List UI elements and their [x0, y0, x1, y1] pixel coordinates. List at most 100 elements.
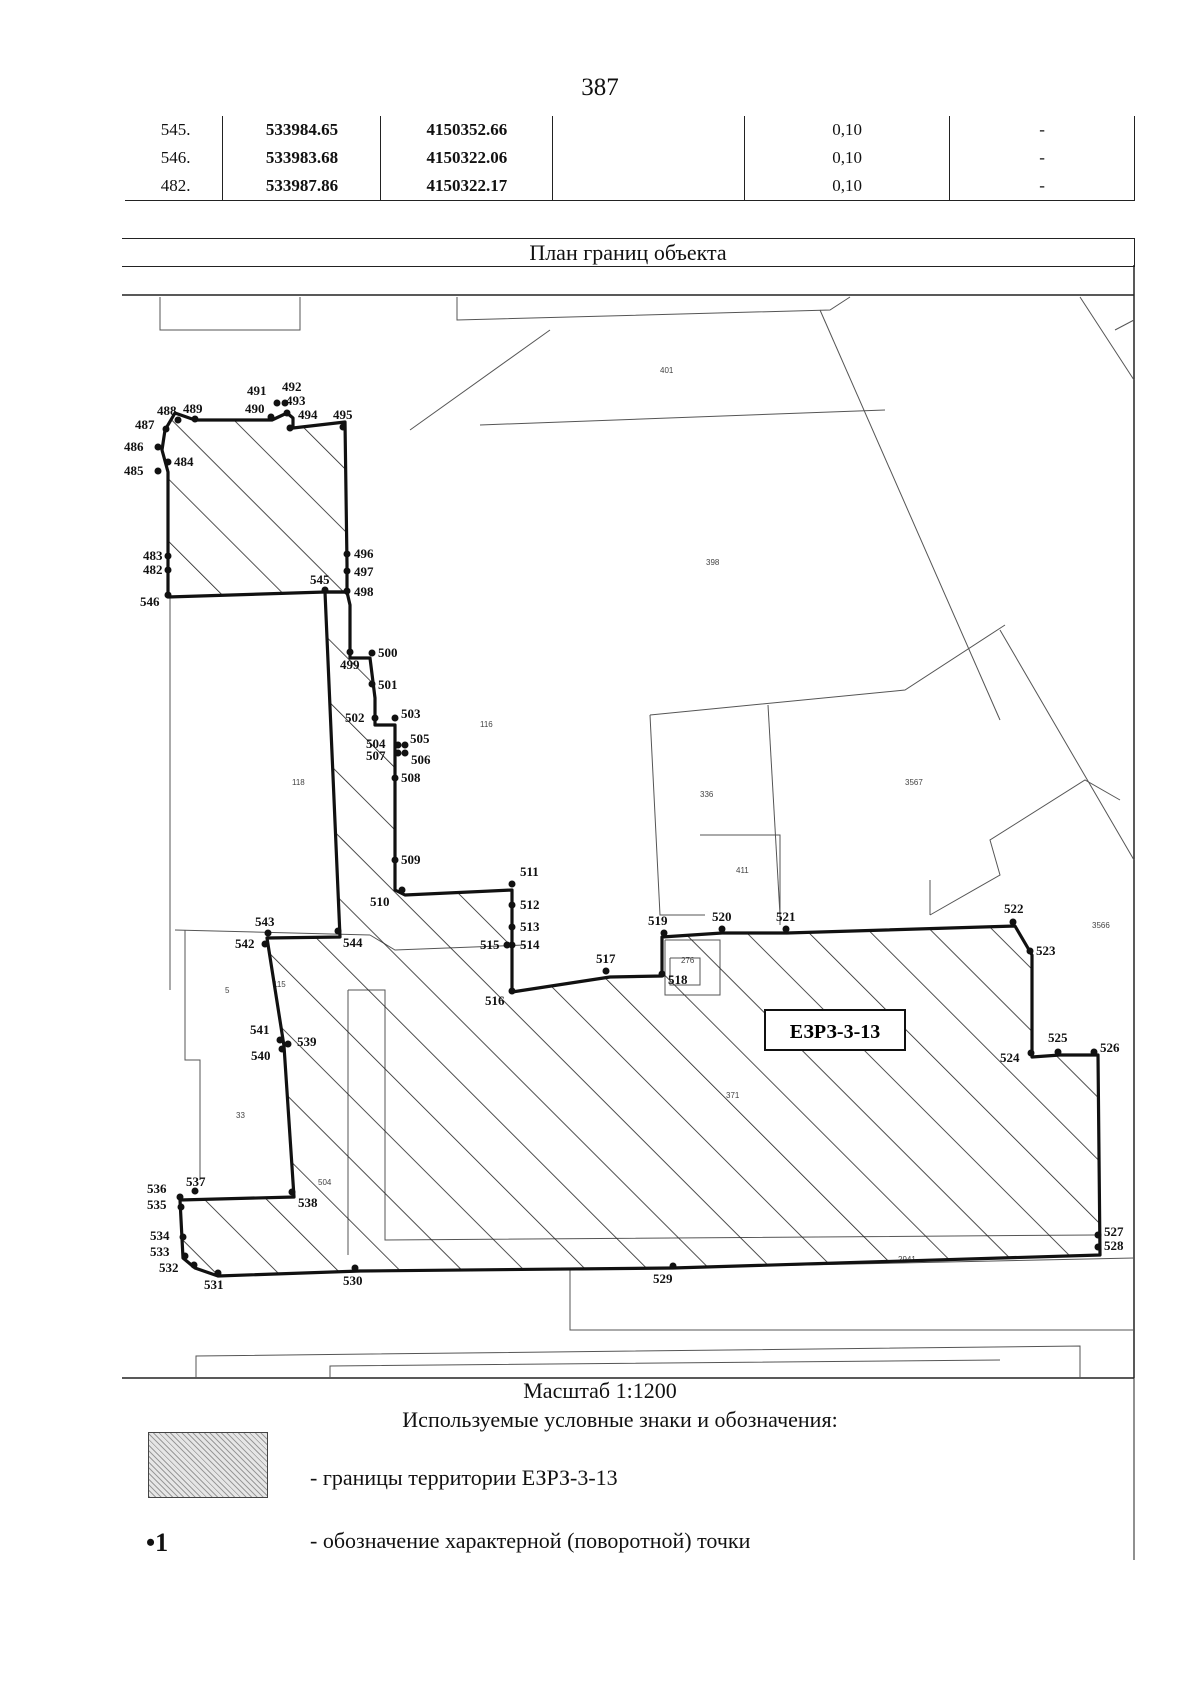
plan-title: План границ объекта	[529, 240, 727, 265]
parcel-label: 33	[236, 1111, 245, 1120]
parcel-label: 118	[292, 778, 305, 787]
point-label: 540	[251, 1048, 271, 1063]
point-label: 531	[204, 1277, 224, 1292]
point-493	[283, 409, 291, 417]
point-546	[164, 591, 172, 599]
point-label: 546	[140, 594, 160, 609]
point-label: 541	[250, 1022, 270, 1037]
point-526	[1090, 1048, 1098, 1056]
point-531	[214, 1269, 222, 1277]
point-label: 486	[124, 439, 144, 454]
point-label: 523	[1036, 943, 1056, 958]
point-514	[508, 941, 516, 949]
point-537	[191, 1187, 199, 1195]
point-483	[164, 552, 172, 560]
table-row: 482. 533987.86 4150322.17 0,10 -	[125, 172, 1135, 201]
point-484	[164, 458, 172, 466]
point-536	[176, 1193, 184, 1201]
y-coordinate-cell: 4150322.17	[380, 172, 554, 201]
point-label: 495	[333, 407, 353, 422]
legend-hatch-swatch	[148, 1432, 268, 1498]
accuracy-cell: 0,10	[744, 116, 951, 144]
zone-area-north	[160, 411, 349, 599]
point-label: 524	[1000, 1050, 1020, 1065]
zone-boundary	[160, 411, 1102, 1278]
point-label: 536	[147, 1181, 167, 1196]
point-label: 502	[345, 710, 365, 725]
accuracy-cell: 0,10	[744, 144, 951, 172]
point-533	[181, 1252, 189, 1260]
point-label: 521	[776, 909, 796, 924]
point-507	[394, 749, 402, 757]
point-491	[273, 399, 281, 407]
parcel-label: 401	[660, 366, 674, 375]
point-label: 482	[143, 562, 163, 577]
point-label: 519	[648, 913, 668, 928]
point-label: 537	[186, 1174, 206, 1189]
point-label: 488	[157, 403, 177, 418]
point-number-cell: 545.	[125, 116, 224, 144]
x-coordinate-cell: 533987.86	[222, 172, 382, 201]
point-504	[394, 741, 402, 749]
point-label: 485	[124, 463, 144, 478]
point-500	[368, 649, 376, 657]
parcel-label: 336	[700, 790, 714, 799]
parcel-label: 398	[706, 558, 720, 567]
point-label: 533	[150, 1244, 170, 1259]
legend-point-symbol: •1	[146, 1528, 169, 1557]
point-545	[321, 586, 329, 594]
map-frame	[122, 265, 1135, 1560]
point-544	[334, 927, 342, 935]
point-label: 529	[653, 1271, 673, 1286]
point-label: 515	[480, 937, 500, 952]
legend-title: Используемые условные знаки и обозначени…	[402, 1407, 838, 1432]
point-label: 516	[485, 993, 505, 1008]
point-509	[391, 856, 399, 864]
point-labels: 482 483 484 485 486 487 488 489 490 491 …	[124, 379, 1124, 1292]
point-label: 500	[378, 645, 398, 660]
point-541	[276, 1036, 284, 1044]
point-485	[154, 467, 162, 475]
point-523	[1026, 947, 1034, 955]
point-label: 499	[340, 657, 360, 672]
point-label: 545	[310, 572, 330, 587]
y-coordinate-cell: 4150352.66	[380, 116, 554, 144]
point-534	[179, 1233, 187, 1241]
point-501	[368, 680, 376, 688]
x-coordinate-cell: 533983.68	[222, 144, 382, 172]
point-label: 508	[401, 770, 421, 785]
point-label: 518	[668, 972, 688, 987]
point-516	[508, 987, 516, 995]
point-482	[164, 566, 172, 574]
point-label: 527	[1104, 1224, 1124, 1239]
point-525	[1054, 1048, 1062, 1056]
point-513	[508, 923, 516, 931]
x-coordinate-cell: 533984.65	[222, 116, 382, 144]
table-row: 545. 533984.65 4150352.66 0,10 -	[125, 116, 1135, 144]
point-label: 534	[150, 1228, 170, 1243]
point-489	[191, 415, 199, 423]
point-label: 490	[245, 401, 265, 416]
point-label: 497	[354, 564, 374, 579]
parcel-label: 3566	[1092, 921, 1110, 930]
point-486	[154, 443, 162, 451]
point-528	[1094, 1243, 1102, 1251]
point-label: 532	[159, 1260, 179, 1275]
table-row: 546. 533983.68 4150322.06 0,10 -	[125, 144, 1135, 172]
point-498	[343, 587, 351, 595]
plan-title-box: План границ объекта	[122, 238, 1135, 267]
point-535	[177, 1203, 185, 1211]
point-label: 512	[520, 897, 540, 912]
point-520	[718, 925, 726, 933]
point-label: 514	[520, 937, 540, 952]
point-label: 505	[410, 731, 430, 746]
point-510	[398, 886, 406, 894]
point-label: 494	[298, 407, 318, 422]
point-517	[602, 967, 610, 975]
point-522	[1009, 918, 1017, 926]
point-502	[371, 714, 379, 722]
boundary-points	[154, 399, 1102, 1277]
point-label: 544	[343, 935, 363, 950]
parcel-label: 116	[480, 720, 493, 729]
